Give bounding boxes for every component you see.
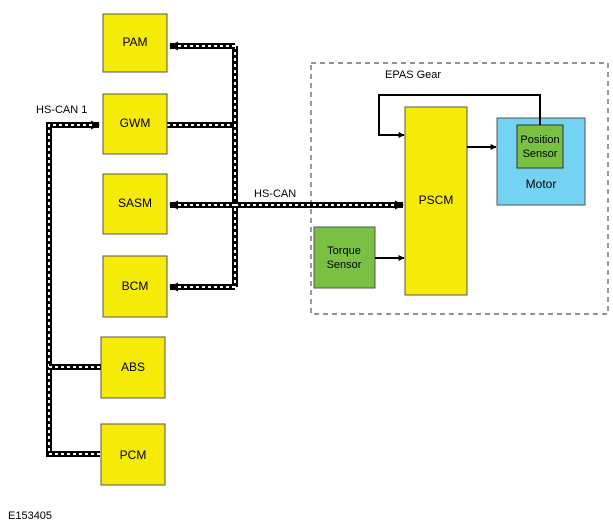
torque-sensor: Torque Sensor bbox=[313, 226, 376, 289]
hs-can-1-label: HS-CAN 1 bbox=[36, 104, 87, 116]
hs-can-bus bbox=[167, 41, 404, 292]
module-sasm: SASM bbox=[102, 173, 168, 235]
hs-can-1-bus bbox=[46, 120, 101, 457]
module-pscm: PSCM bbox=[404, 106, 468, 296]
svg-text:Torque: Torque bbox=[327, 245, 361, 257]
epas-gear-boundary bbox=[310, 62, 609, 315]
svg-text:PAM: PAM bbox=[122, 35, 147, 49]
position-sensor: Position Sensor bbox=[516, 124, 564, 169]
svg-text:Motor: Motor bbox=[526, 177, 557, 191]
svg-text:SASM: SASM bbox=[118, 196, 152, 210]
epas-gear-label: EPAS Gear bbox=[385, 69, 441, 81]
svg-text:Position: Position bbox=[520, 134, 559, 146]
svg-text:Sensor: Sensor bbox=[327, 259, 362, 271]
svg-text:BCM: BCM bbox=[122, 279, 149, 293]
hs-can-label: HS-CAN bbox=[254, 188, 296, 200]
svg-text:ABS: ABS bbox=[121, 360, 145, 374]
module-gwm: GWM bbox=[102, 93, 168, 155]
module-bcm: BCM bbox=[102, 255, 168, 318]
module-abs: ABS bbox=[100, 336, 166, 399]
svg-text:PCM: PCM bbox=[120, 448, 147, 462]
module-pam: PAM bbox=[102, 13, 168, 73]
module-pcm: PCM bbox=[100, 423, 166, 486]
position-feedback-arrow bbox=[378, 94, 541, 138]
figure-id: E153405 bbox=[8, 510, 52, 522]
svg-text:PSCM: PSCM bbox=[419, 193, 454, 207]
svg-text:Sensor: Sensor bbox=[523, 148, 558, 160]
svg-text:GWM: GWM bbox=[120, 116, 151, 130]
